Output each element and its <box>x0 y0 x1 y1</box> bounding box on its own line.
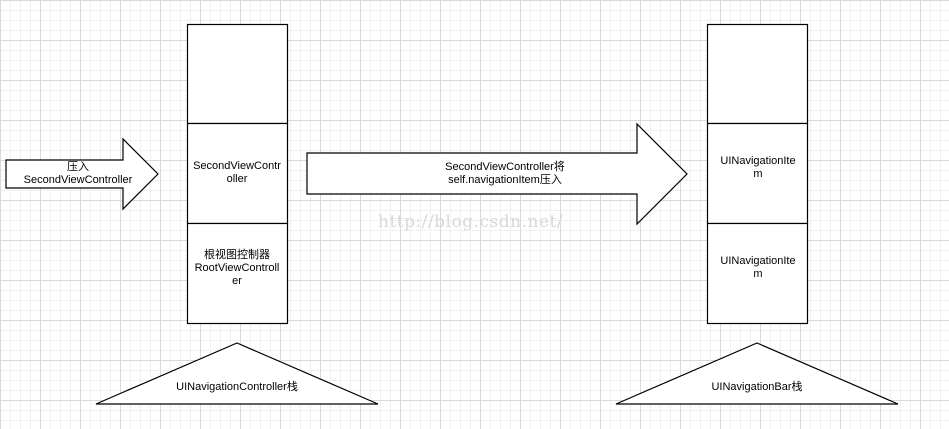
push-arrow-center-label-line1: SecondViewController将 <box>445 161 565 173</box>
navbar-stack-slot-top-item <box>706 122 809 225</box>
navbar-stack-base-label: UINavigationBar栈 <box>711 380 803 393</box>
navbar-stack-empty-slot <box>706 23 809 125</box>
navbar-stack-base-triangle <box>615 342 899 405</box>
push-arrow-center <box>306 122 688 226</box>
push-arrow-left-label-line1: 压入 <box>66 161 89 173</box>
watermark-text: http://blog.csdn.net/ <box>378 212 564 232</box>
push-arrow-left-label: 压入 SecondViewController <box>10 160 146 188</box>
navbar-stack-slot-bottom-item <box>706 222 809 325</box>
navbar-slot-top-item-label: UINavigationItem <box>720 155 796 180</box>
controller-stack-base-label: UINavigationController栈 <box>176 380 298 393</box>
controller-slot-root-label: 根视图控制器 RootViewController <box>193 243 281 293</box>
navbar-slot-bottom-item-label: UINavigationItem <box>720 255 796 280</box>
push-arrow-center-label: SecondViewController将 self.navigationIte… <box>400 158 610 190</box>
controller-slot-root-label-line1: 根视图控制器 <box>204 248 270 261</box>
controller-stack-base-triangle <box>95 342 379 405</box>
controller-slot-root-label-line2: RootViewController <box>194 261 280 287</box>
controller-stack-empty-slot <box>186 23 289 125</box>
push-arrow-left <box>5 137 159 211</box>
push-arrow-center-label-line2: self.navigationItem压入 <box>448 174 562 186</box>
controller-stack-slot-second <box>186 122 289 225</box>
controller-slot-second-label: SecondViewController <box>193 160 281 185</box>
push-arrow-left-label-line2: SecondViewController <box>23 174 133 186</box>
controller-stack-slot-root <box>186 222 289 325</box>
